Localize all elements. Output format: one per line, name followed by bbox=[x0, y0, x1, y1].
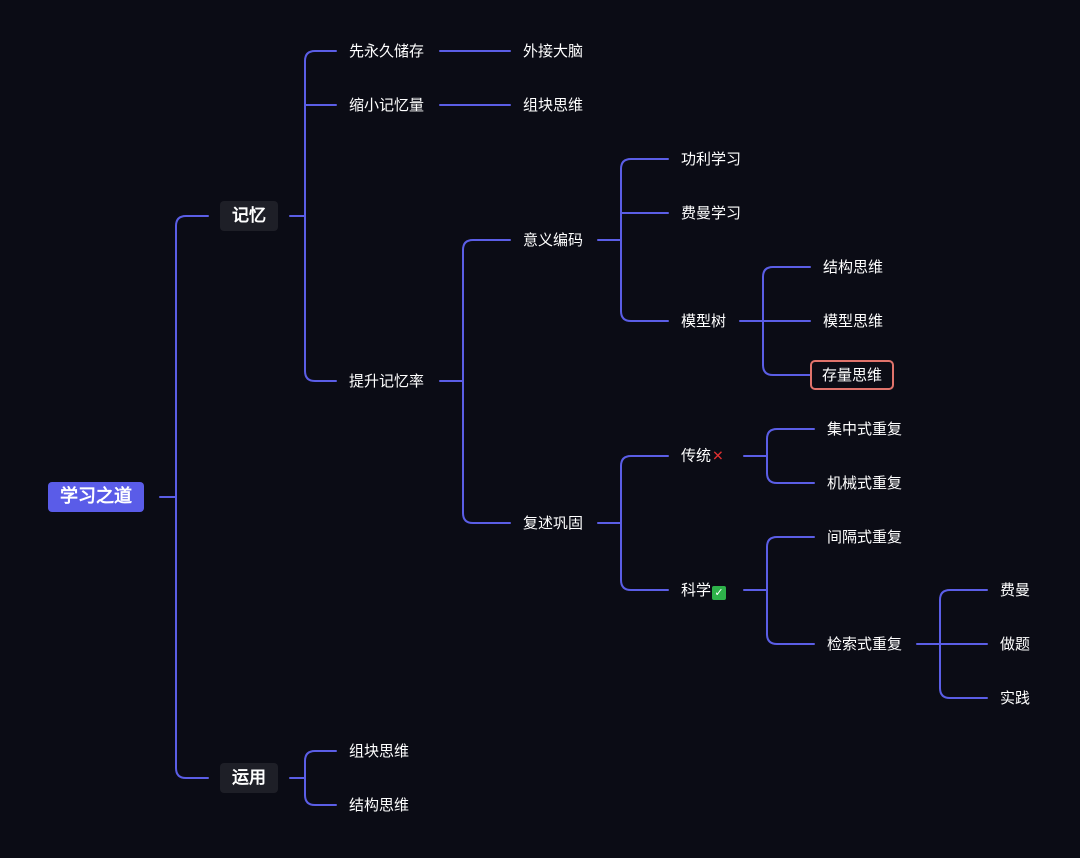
node-retrieval-repetition[interactable]: 检索式重复 bbox=[827, 635, 903, 653]
node-model-thinking[interactable]: 模型思维 bbox=[823, 312, 884, 330]
connector-line-19 bbox=[620, 310, 669, 322]
connector-line-17 bbox=[620, 158, 669, 170]
node-meaning-encoding[interactable]: 意义编码 bbox=[523, 231, 584, 249]
node-external-brain[interactable]: 外接大脑 bbox=[523, 42, 584, 60]
node-use-chunk-thinking[interactable]: 组块思维 bbox=[349, 742, 410, 760]
connector-line-2 bbox=[175, 215, 209, 227]
node-model-tree[interactable]: 模型树 bbox=[681, 312, 727, 330]
connector-line-32 bbox=[766, 472, 815, 484]
node-feynman[interactable]: 费曼 bbox=[1000, 581, 1031, 599]
root-node[interactable]: 学习之道 bbox=[48, 482, 144, 512]
node-structure-thinking[interactable]: 结构思维 bbox=[823, 258, 884, 276]
connector-line-8 bbox=[304, 370, 337, 382]
node-utilitarian-learning[interactable]: 功利学习 bbox=[681, 150, 742, 168]
node-mechanical-repetition[interactable]: 机械式重复 bbox=[827, 474, 903, 492]
node-chunk-thinking[interactable]: 组块思维 bbox=[523, 96, 584, 114]
node-spaced-repetition[interactable]: 间隔式重复 bbox=[827, 528, 903, 546]
connector-line-14 bbox=[462, 512, 511, 524]
node-scientific[interactable]: 科学✓ bbox=[681, 580, 727, 600]
node-improve-retention[interactable]: 提升记忆率 bbox=[349, 372, 425, 390]
connector-line-22 bbox=[762, 266, 811, 278]
node-stock-thinking[interactable]: 存量思维 bbox=[810, 360, 895, 390]
connector-line-27 bbox=[620, 455, 669, 467]
connector-line-24 bbox=[762, 364, 811, 376]
node-massed-repetition[interactable]: 集中式重复 bbox=[827, 420, 903, 438]
node-traditional-label: 传统 bbox=[681, 446, 712, 465]
connector-line-31 bbox=[766, 428, 815, 440]
connector-line-36 bbox=[766, 633, 815, 645]
node-reduce-memory[interactable]: 缩小记忆量 bbox=[349, 96, 425, 114]
node-feynman-learning[interactable]: 费曼学习 bbox=[681, 204, 742, 222]
cross-mark-icon: ✕ bbox=[712, 448, 724, 465]
node-traditional[interactable]: 传统✕ bbox=[681, 446, 724, 467]
node-memory[interactable]: 记忆 bbox=[220, 201, 278, 231]
node-review-consolidate[interactable]: 复述巩固 bbox=[523, 514, 584, 532]
node-practice[interactable]: 实践 bbox=[1000, 689, 1031, 707]
connector-line-28 bbox=[620, 579, 669, 591]
node-use-structure-thinking[interactable]: 结构思维 bbox=[349, 796, 410, 814]
connector-line-41 bbox=[939, 687, 988, 699]
connector-line-13 bbox=[462, 239, 511, 251]
node-use[interactable]: 运用 bbox=[220, 763, 278, 793]
check-mark-icon: ✓ bbox=[712, 586, 727, 600]
node-practice-questions[interactable]: 做题 bbox=[1000, 635, 1031, 653]
connector-line-39 bbox=[939, 589, 988, 601]
connector-line-35 bbox=[766, 536, 815, 548]
node-permanent-storage[interactable]: 先永久储存 bbox=[349, 42, 425, 60]
node-scientific-label: 科学 bbox=[681, 581, 712, 599]
connector-line-45 bbox=[304, 794, 337, 806]
connector-line-44 bbox=[304, 750, 337, 762]
connector-line-6 bbox=[304, 50, 337, 62]
connector-line-3 bbox=[175, 767, 209, 779]
